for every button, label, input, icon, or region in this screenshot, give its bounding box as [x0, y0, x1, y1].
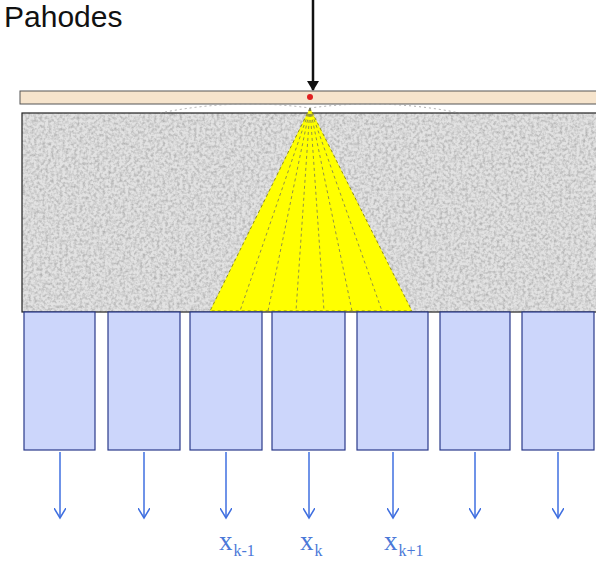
- signal-arrow: [392, 452, 394, 518]
- signal-arrow: [59, 452, 61, 518]
- signal-arrow: [557, 452, 559, 518]
- light-cone: [210, 108, 412, 311]
- signal-name: x: [384, 528, 398, 555]
- incoming-arrow: [312, 0, 315, 90]
- light-ray: [310, 108, 324, 311]
- signal-name: x: [219, 528, 233, 555]
- signal-arrow: [225, 452, 227, 518]
- collimator-plate: [20, 91, 596, 104]
- pmt-tube: [272, 312, 345, 450]
- light-ray: [310, 108, 382, 311]
- pmt-tube: [522, 312, 594, 450]
- signal-index: k: [315, 543, 323, 559]
- light-ray: [310, 108, 352, 311]
- pmt-tube: [357, 312, 428, 450]
- pmt-tube: [24, 312, 95, 450]
- heading-text: Pahodes: [4, 2, 122, 32]
- signal-arrow: [143, 452, 145, 518]
- signal-name: x: [300, 528, 314, 555]
- interaction-point: [307, 94, 313, 100]
- pmt-tube: [108, 312, 180, 450]
- pmt-tube: [440, 312, 510, 450]
- signal-index: k-1: [234, 543, 255, 559]
- light-ray: [240, 108, 310, 311]
- light-ray: [296, 108, 310, 311]
- light-ray: [268, 108, 310, 311]
- signal-arrow: [308, 452, 310, 518]
- spread-arc: [160, 104, 460, 113]
- signal-arrow: [474, 452, 476, 518]
- light-rays: [240, 108, 382, 311]
- signal-index: k+1: [399, 543, 424, 559]
- photomultiplier-row: [24, 312, 594, 518]
- pmt-tube: [190, 312, 262, 450]
